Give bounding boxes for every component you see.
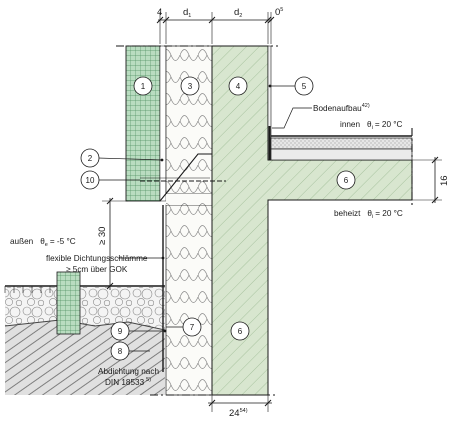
dim-left [102,197,128,290]
dim-right-16: 16 [439,175,450,186]
dim-top [156,12,275,44]
svg-text:2: 2 [88,154,93,163]
floor-impact-insulation [270,148,413,161]
callout-1: 1 [133,76,153,96]
callout-9: 9 [110,321,130,341]
callout-4: 4 [228,76,248,96]
svg-text:6: 6 [344,176,349,185]
dim-bottom [208,395,272,412]
concrete-wall-slab [211,45,413,396]
floor-screed [270,137,413,150]
svg-text:8: 8 [118,347,123,356]
callout-10: 10 [80,170,100,190]
svg-text:5: 5 [302,82,307,91]
label-dichtung-2: ≥ 5cm über GOK [66,265,128,274]
callout-7: 7 [182,317,202,337]
svg-text:3: 3 [188,82,193,91]
dim-top-05: 05 [275,7,283,18]
dim-right [412,156,442,204]
svg-text:7: 7 [190,323,195,332]
callout-2: 2 [80,148,100,168]
svg-text:9: 9 [118,327,123,336]
callout-6-wall: 6 [230,321,250,341]
dim-top-d2: d2 [234,7,242,19]
callout-8: 8 [110,341,130,361]
leader-lines [97,85,312,352]
dim-left-30: ≥ 30 [97,227,108,245]
svg-text:10: 10 [86,176,95,185]
insulation-upper [165,45,213,195]
gravel-fill [5,287,165,330]
svg-text:4: 4 [236,82,241,91]
label-abdichtung-1: Abdichtung nach [98,367,159,376]
dim-top-4: 4 [157,7,162,18]
dim-bottom-24: 2454) [229,408,248,419]
soil-top-line [4,319,166,331]
paving-block [56,271,81,335]
callout-6-slab: 6 [336,170,356,190]
svg-text:1: 1 [141,82,146,91]
insulation-lower [165,204,213,396]
grade-tick [4,286,51,293]
dim-top-d1: d1 [183,7,191,19]
label-bodenaufbau: Bodenaufbau42) [313,103,370,113]
label-dichtung-1: flexible Dichtungsschlämme [46,254,148,263]
insulation-wedge [166,194,212,205]
callout-3: 3 [180,76,200,96]
slope-flashing [159,153,212,202]
svg-text:6: 6 [238,327,243,336]
callout-5: 5 [294,76,314,96]
